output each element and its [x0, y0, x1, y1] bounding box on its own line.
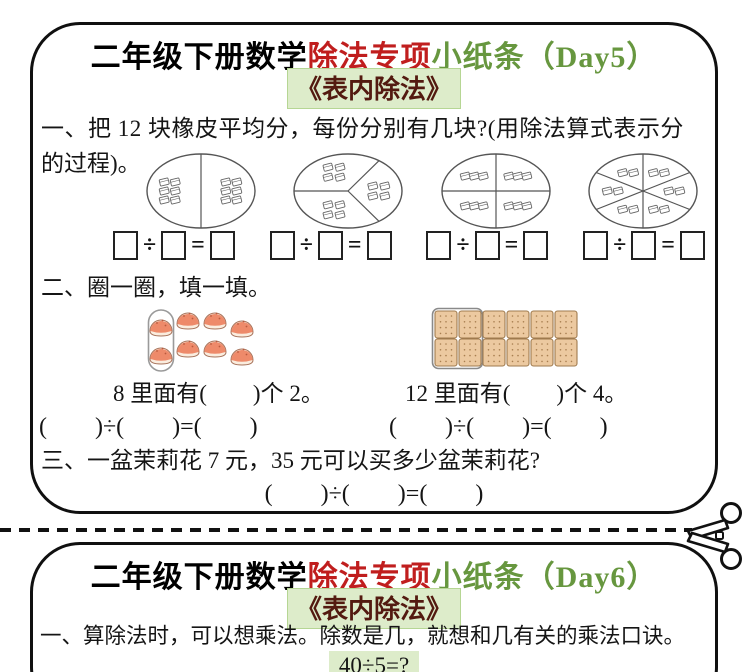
answer-box [366, 231, 392, 260]
title-green: 小纸条（Day6） [431, 561, 658, 594]
answer-box [161, 231, 187, 260]
question3-heading: 三、一盆茉莉花 7 元，35 元可以买多少盆茉莉花? [41, 448, 540, 473]
hint-row: 40÷5=? [33, 651, 715, 672]
worksheet-card-day5: 二年级下册数学除法专项小纸条（Day5） 《表内除法》 一、把 12 块橡皮平均… [30, 22, 718, 514]
badge-row-2: 《表内除法》 [33, 588, 715, 629]
operator: ÷ [456, 232, 470, 258]
question2-heading: 二、圈一圈，填一填。 [41, 275, 271, 300]
operator: ÷ [613, 232, 627, 258]
division-circle [581, 149, 705, 238]
answer-box [317, 231, 343, 260]
box-equation: ÷= [269, 231, 392, 260]
buns-caption: 8 里面有( )个 2。 [113, 381, 324, 406]
answer-box [426, 231, 452, 260]
operator: = [347, 232, 362, 258]
badge-row: 《表内除法》 [33, 68, 715, 109]
title-black: 二年级下册数学 [90, 41, 308, 74]
card2-question1-text: 一、算除法时，可以想乘法。除数是几，就想和几有关的乘法口诀。 [40, 624, 686, 648]
cut-line [0, 528, 692, 532]
operator: ÷ [143, 232, 157, 258]
division-circle [139, 149, 263, 238]
unit-badge-2: 《表内除法》 [286, 588, 461, 629]
page-title: 二年级下册数学除法专项小纸条（Day5） [33, 32, 715, 76]
answer-box [583, 231, 609, 260]
operator: = [661, 232, 675, 258]
worksheet-card-day6: 二年级下册数学除法专项小纸条（Day6） 《表内除法》 一、算除法时，可以想乘法… [30, 542, 718, 672]
box-equation: ÷= [426, 231, 549, 260]
box-equation: ÷= [113, 231, 235, 260]
scissors-icon [686, 502, 742, 570]
biscuits-figure [431, 307, 583, 376]
example-problem: 40÷5=? [328, 651, 420, 672]
operator: = [191, 232, 205, 258]
division-circle [434, 149, 558, 238]
answer-box [113, 231, 138, 260]
paren-equation-left: ( )÷( )=( ) [39, 414, 258, 440]
title-black: 二年级下册数学 [90, 561, 308, 594]
buns-figure [145, 303, 260, 386]
biscuits-caption: 12 里面有( )个 4。 [405, 381, 628, 406]
answer-box [474, 231, 500, 260]
paren-equation-right: ( )÷( )=( ) [389, 414, 608, 440]
answer-box [523, 231, 549, 260]
question3-equation: ( )÷( )=( ) [264, 481, 484, 507]
question1-text-line2: 的过程)。 [41, 151, 141, 176]
unit-badge: 《表内除法》 [286, 68, 461, 109]
answer-box [209, 231, 235, 260]
box-equation: ÷= [583, 231, 705, 260]
answer-box [269, 231, 295, 260]
answer-box [679, 231, 705, 260]
operator: ÷ [299, 232, 313, 258]
division-circle [286, 149, 410, 238]
division-circles [139, 149, 705, 238]
title-green: 小纸条（Day5） [431, 41, 658, 74]
answer-box [631, 231, 657, 260]
operator: = [504, 232, 519, 258]
question1-text-line1: 一、把 12 块橡皮平均分，每份分别有几块?(用除法算式表示分 [41, 116, 684, 141]
box-equation-row: ÷=÷=÷=÷= [113, 231, 705, 260]
